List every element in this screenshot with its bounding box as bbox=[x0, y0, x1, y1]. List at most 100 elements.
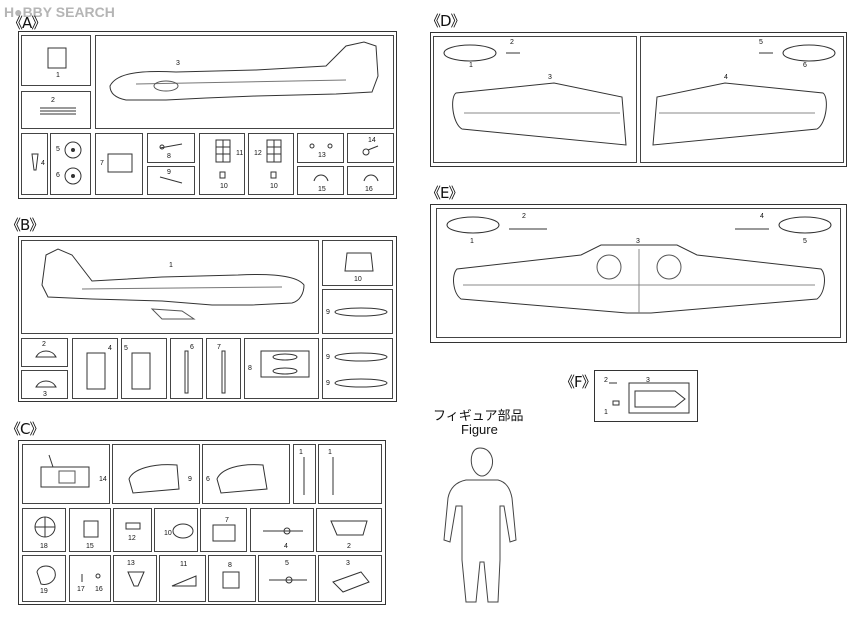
part-label: 18 bbox=[40, 543, 48, 550]
part-label: 15 bbox=[318, 186, 326, 193]
part-label: 10 bbox=[220, 183, 228, 190]
part-label: 5 bbox=[759, 39, 763, 46]
part-label: 13 bbox=[318, 152, 326, 159]
sprue-a-title: 《A》 bbox=[8, 14, 46, 32]
sprue-b-cell bbox=[72, 338, 118, 399]
sprue-d-title: 《D》 bbox=[426, 12, 466, 30]
sprue-b-cell bbox=[21, 338, 68, 367]
sprue-c-cell bbox=[69, 508, 111, 552]
sprue-a-fuselage-cell bbox=[95, 35, 394, 129]
sprue-b-title: 《B》 bbox=[6, 216, 44, 234]
sprue-a-cell bbox=[199, 133, 245, 195]
sprue-f-title: 《F》 bbox=[560, 373, 597, 391]
part-label: 14 bbox=[99, 476, 107, 483]
sprue-a-cell bbox=[21, 133, 48, 195]
part-label: 13 bbox=[127, 560, 135, 567]
sprue-a-cell bbox=[147, 133, 195, 163]
sprue-e-title: 《E》 bbox=[426, 184, 463, 202]
part-label: 10 bbox=[270, 183, 278, 190]
part-label: 4 bbox=[284, 543, 288, 550]
part-label: 19 bbox=[40, 588, 48, 595]
part-label: 1 bbox=[469, 62, 473, 69]
sprue-b-cell bbox=[244, 338, 319, 399]
sprue-c-cell bbox=[200, 508, 247, 552]
sprue-b-fuselage-cell bbox=[21, 240, 319, 334]
part-label: 12 bbox=[128, 535, 136, 542]
sprue-c-cell bbox=[22, 508, 66, 552]
figure-label-jp: フィギュア部品 bbox=[433, 409, 524, 424]
sprue-a-cell bbox=[147, 166, 195, 195]
part-label: 8 bbox=[248, 365, 252, 372]
sprue-c-cell bbox=[316, 508, 382, 552]
sprue-c-cell bbox=[113, 555, 157, 602]
part-label: 9 bbox=[326, 380, 330, 387]
sprue-c-cell bbox=[22, 555, 66, 602]
sprue-a-cell bbox=[297, 133, 344, 163]
part-label: 7 bbox=[217, 344, 221, 351]
sprue-c-cell bbox=[22, 444, 110, 504]
part-label: 15 bbox=[86, 543, 94, 550]
sprue-b-cell bbox=[21, 370, 68, 399]
part-label: 5 bbox=[285, 560, 289, 567]
sprue-c-cell bbox=[258, 555, 316, 602]
part-label: 10 bbox=[164, 530, 172, 537]
part-label: 4 bbox=[760, 213, 764, 220]
sprue-c-title: 《C》 bbox=[6, 420, 44, 438]
sprue-c-cell bbox=[318, 555, 382, 602]
part-label: 9 bbox=[326, 309, 330, 316]
sprue-a-cell bbox=[248, 133, 294, 195]
part-label: 3 bbox=[346, 560, 350, 567]
part-label: 1 bbox=[299, 449, 303, 456]
sprue-e-wing-cell bbox=[436, 208, 841, 338]
sprue-c-cell bbox=[112, 444, 200, 504]
part-label: 5 bbox=[56, 146, 60, 153]
part-label: 3 bbox=[636, 238, 640, 245]
part-label: 6 bbox=[206, 476, 210, 483]
sprue-b-cell bbox=[170, 338, 203, 399]
sprue-b-cell bbox=[322, 240, 393, 286]
part-label: 7 bbox=[100, 160, 104, 167]
part-label: 11 bbox=[180, 561, 188, 568]
sprue-c-cell bbox=[250, 508, 314, 552]
part-label: 6 bbox=[190, 344, 194, 351]
sprue-c-cell bbox=[202, 444, 290, 504]
part-label: 2 bbox=[42, 341, 46, 348]
sprue-a-cell bbox=[21, 91, 91, 129]
part-label: 1 bbox=[56, 72, 60, 79]
sprue-b-cell bbox=[322, 338, 393, 399]
sprue-b-cell bbox=[322, 289, 393, 334]
part-label: 2 bbox=[51, 97, 55, 104]
part-label: 8 bbox=[167, 153, 171, 160]
part-label: 9 bbox=[167, 169, 171, 176]
sprue-b-cell bbox=[121, 338, 167, 399]
sprue-c-cell bbox=[318, 444, 382, 504]
part-label: 16 bbox=[365, 186, 373, 193]
sprue-b-cell bbox=[206, 338, 241, 399]
sprue-a-cell bbox=[50, 133, 91, 195]
watermark-logo: H●BBY SEARCH bbox=[4, 4, 115, 20]
part-label: 11 bbox=[236, 150, 244, 157]
part-label: 7 bbox=[225, 517, 229, 524]
part-label: 6 bbox=[803, 62, 807, 69]
part-label: 1 bbox=[169, 262, 173, 269]
sprue-a-cell bbox=[347, 166, 394, 195]
part-label: 9 bbox=[188, 476, 192, 483]
part-label: 1 bbox=[604, 409, 608, 416]
sprue-a-cell bbox=[347, 133, 394, 163]
sprue-c-cell bbox=[159, 555, 206, 602]
sprue-a-cell bbox=[95, 133, 143, 195]
sprue-c-cell bbox=[293, 444, 316, 504]
sprue-c-cell bbox=[208, 555, 256, 602]
part-label: 2 bbox=[522, 213, 526, 220]
part-label: 3 bbox=[548, 74, 552, 81]
part-label: 3 bbox=[176, 60, 180, 67]
part-label: 10 bbox=[354, 276, 362, 283]
sprue-c-cell bbox=[154, 508, 198, 552]
part-label: 5 bbox=[803, 238, 807, 245]
sprue-d-right-wing-cell bbox=[640, 36, 844, 163]
part-label: 8 bbox=[228, 562, 232, 569]
sprue-c-cell bbox=[69, 555, 111, 602]
part-label: 6 bbox=[56, 172, 60, 179]
part-label: 1 bbox=[470, 238, 474, 245]
